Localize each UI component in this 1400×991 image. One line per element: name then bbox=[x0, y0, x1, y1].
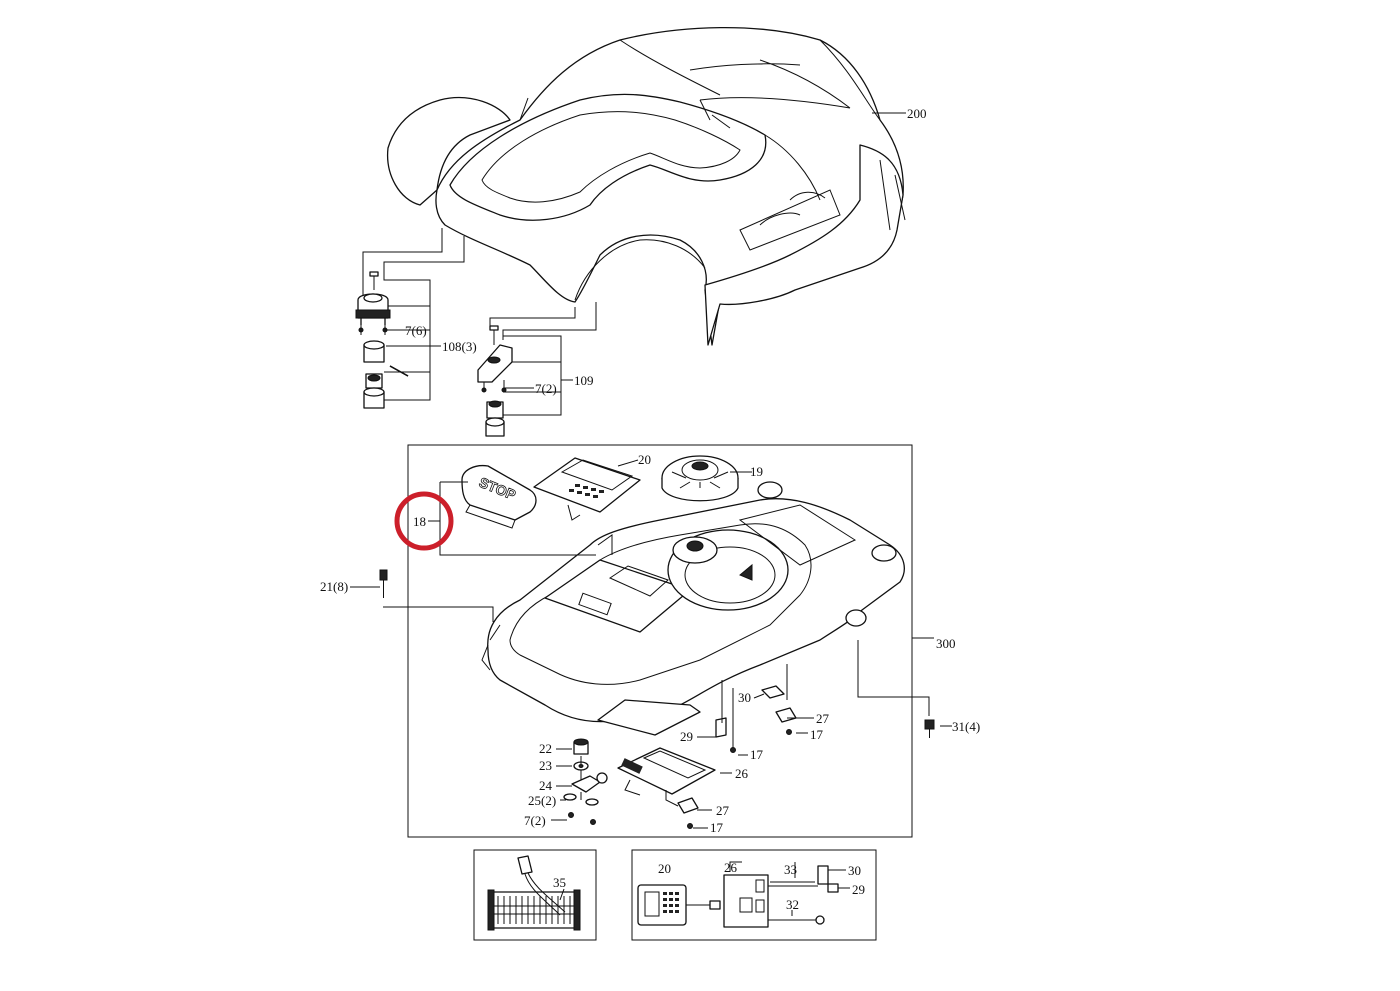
label-part-108: 108(3) bbox=[442, 339, 477, 354]
label-part-23: 23 bbox=[539, 758, 552, 773]
inset-right bbox=[631, 849, 877, 941]
inset-label-part-20: 20 bbox=[658, 861, 671, 876]
label-part-200: 200 bbox=[907, 106, 927, 121]
label-part-300: 300 bbox=[936, 636, 956, 651]
label-part-20: 20 bbox=[638, 452, 651, 467]
label-part-19: 19 bbox=[750, 464, 763, 479]
label-part-26: 26 bbox=[735, 766, 749, 781]
label-part-7-2-upper: 7(2) bbox=[535, 381, 557, 396]
chassis-part bbox=[481, 481, 905, 736]
inset-label-part-29: 29 bbox=[852, 882, 865, 897]
label-part-17-a: 17 bbox=[810, 727, 824, 742]
label-part-17-b: 17 bbox=[750, 747, 764, 762]
label-part-109: 109 bbox=[574, 373, 594, 388]
label-part-25: 25(2) bbox=[528, 793, 556, 808]
label-part-31: 31(4) bbox=[952, 719, 980, 734]
label-part-24: 24 bbox=[539, 778, 553, 793]
inset-left bbox=[473, 849, 597, 941]
label-part-27-upper: 27 bbox=[816, 711, 830, 726]
stop-button-part: STOP bbox=[461, 464, 537, 529]
inset-label-part-32: 32 bbox=[786, 897, 799, 912]
height-knob-part bbox=[661, 455, 739, 502]
inset-label-part-35: 35 bbox=[553, 875, 566, 890]
inset-label-part-33: 33 bbox=[784, 862, 797, 877]
hinge-assembly-108 bbox=[355, 271, 409, 409]
label-part-27-lower: 27 bbox=[716, 803, 730, 818]
label-part-17-c: 17 bbox=[710, 820, 724, 835]
chassis-group-box bbox=[407, 444, 913, 838]
label-part-7-6: 7(6) bbox=[405, 323, 427, 338]
leader-lines-top bbox=[362, 228, 597, 416]
label-part-30: 30 bbox=[738, 690, 751, 705]
label-part-21: 21(8) bbox=[320, 579, 348, 594]
inset-label-part-30: 30 bbox=[848, 863, 861, 878]
display-panel-part bbox=[533, 457, 641, 521]
label-part-7-2-lower: 7(2) bbox=[524, 813, 546, 828]
label-part-22: 22 bbox=[539, 741, 552, 756]
leader-lines-box bbox=[350, 459, 952, 829]
part-labels: 200 108(3) 7(6) 109 7(2) 20 19 18 21(8) … bbox=[320, 106, 980, 912]
label-part-18: 18 bbox=[413, 514, 426, 529]
hinge-assembly-109 bbox=[477, 325, 513, 437]
inset-label-part-26: 26 bbox=[724, 860, 738, 875]
top-cover-part bbox=[386, 26, 906, 346]
label-part-29: 29 bbox=[680, 729, 693, 744]
highlight-circle bbox=[394, 491, 454, 551]
small-parts-cluster bbox=[379, 569, 935, 829]
